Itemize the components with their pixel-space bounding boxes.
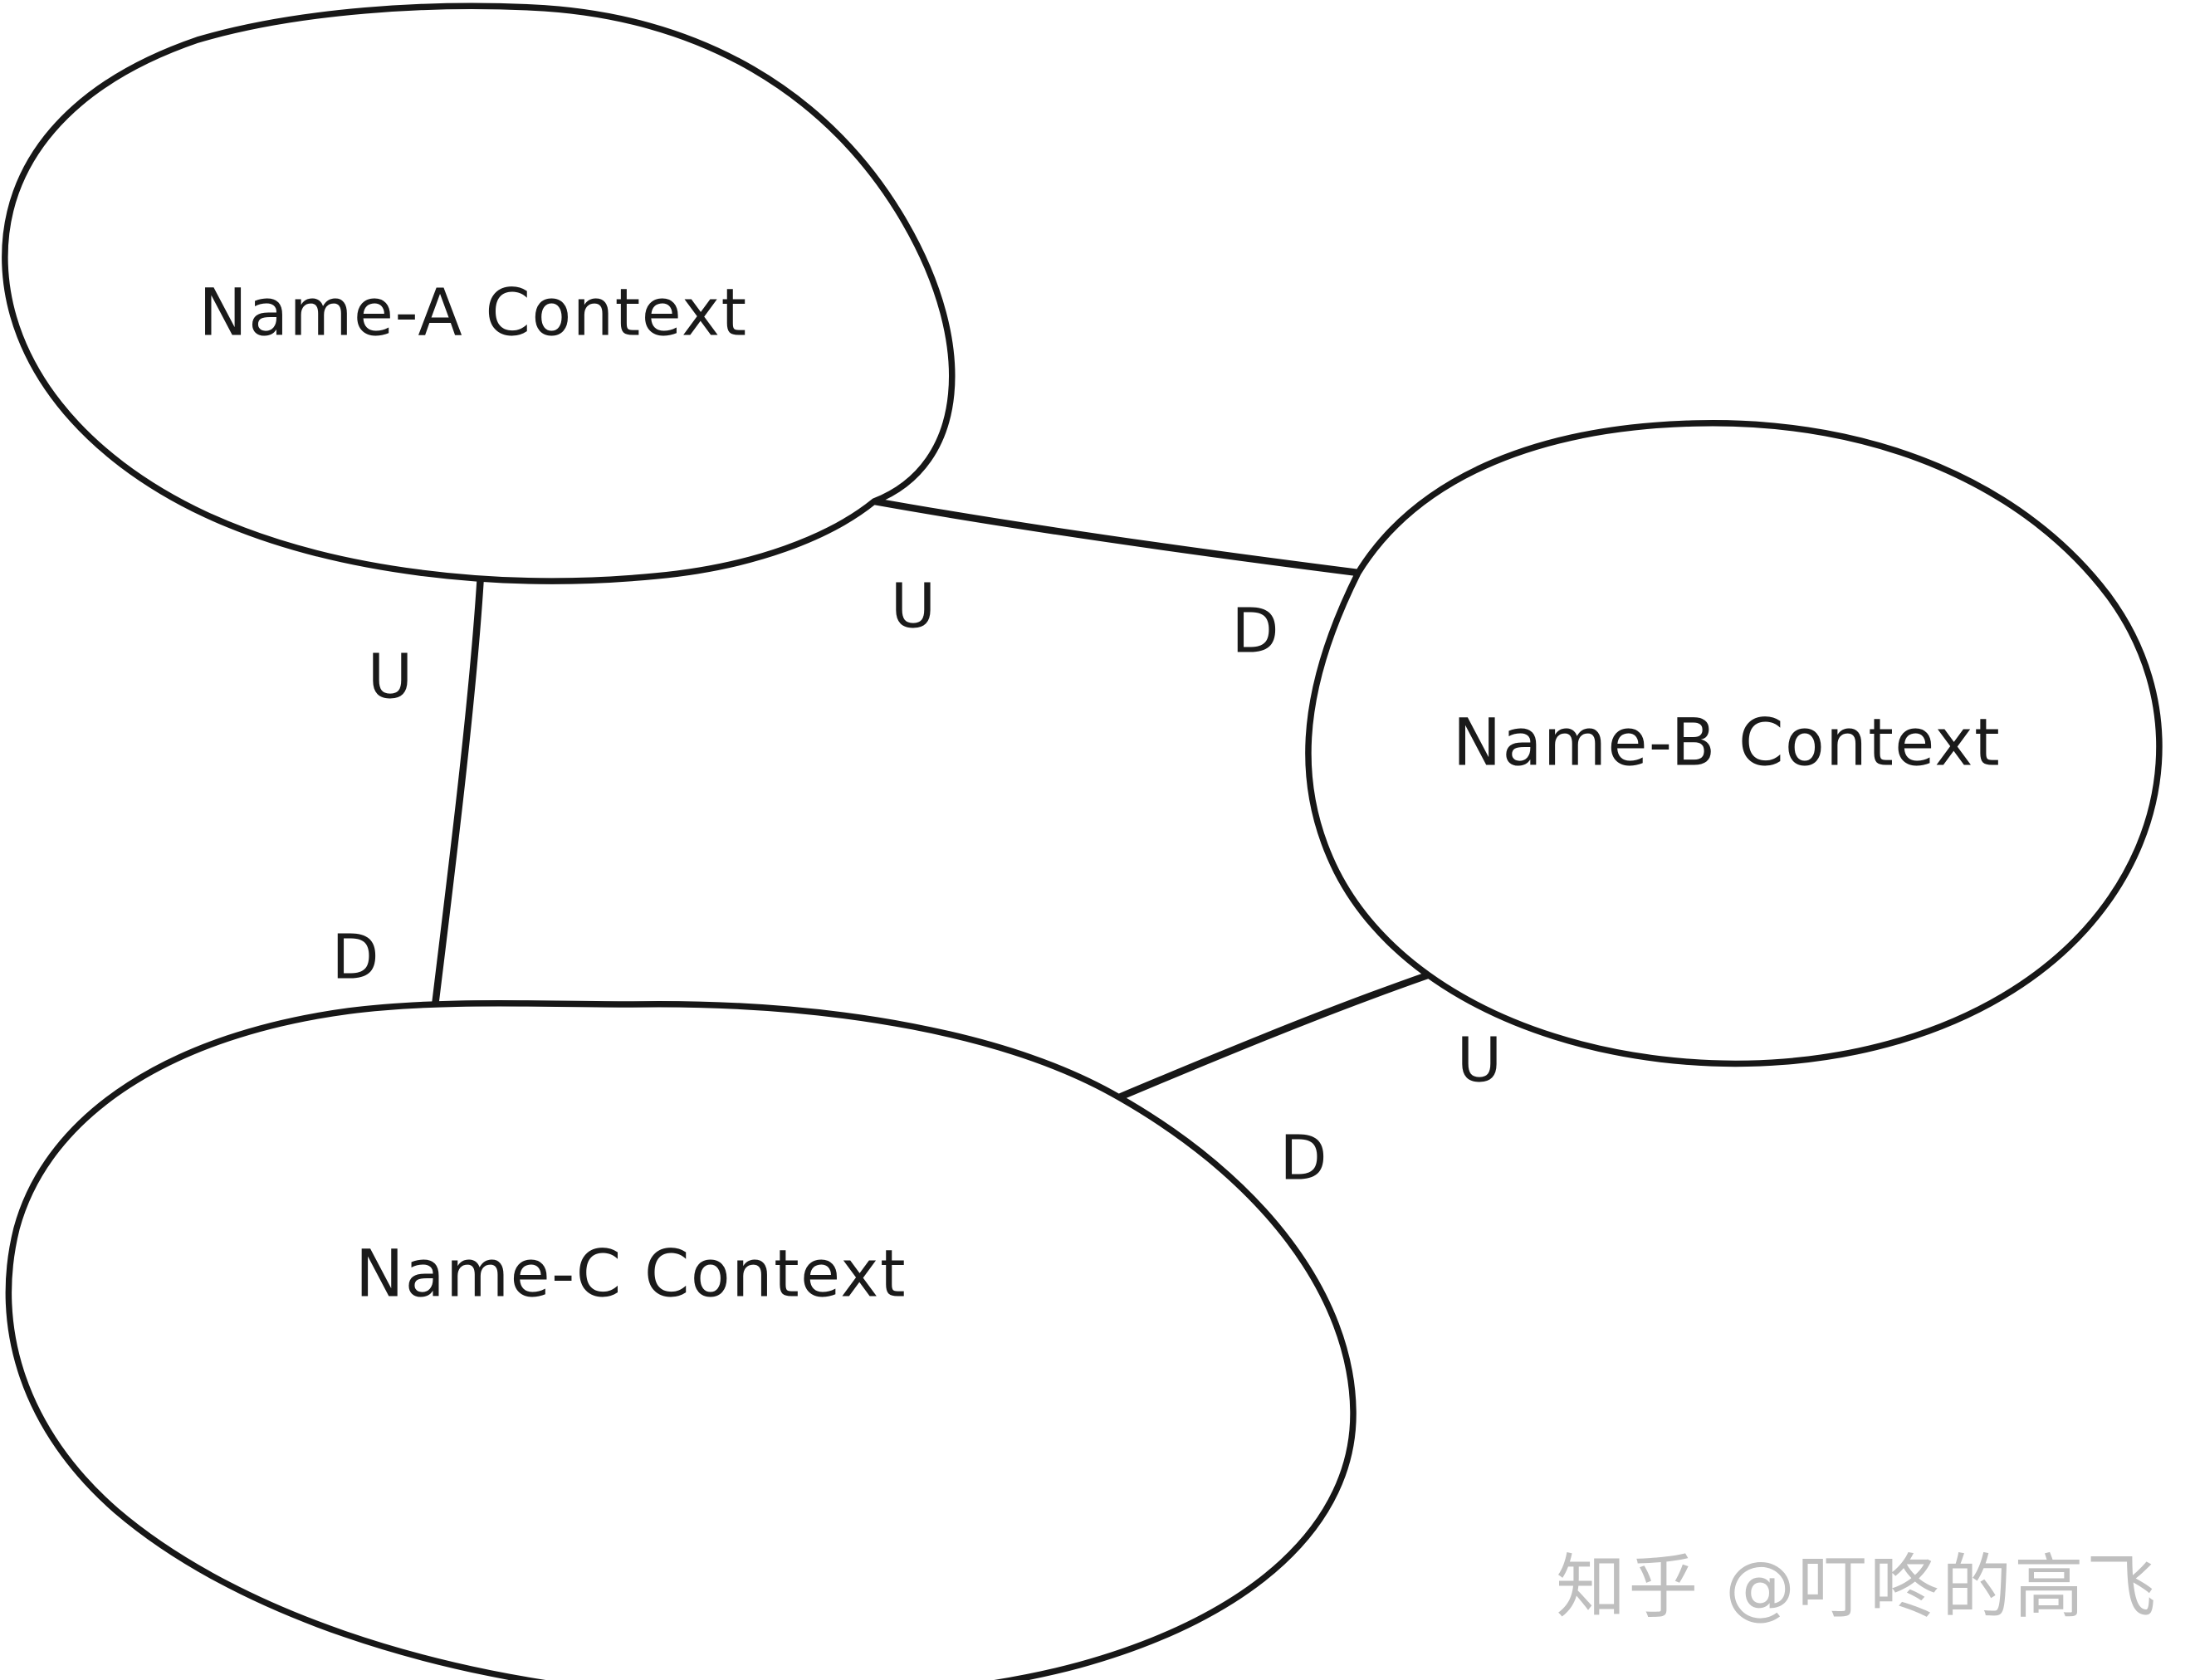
edge-label-b-to-c-upstream: U [1457, 1025, 1502, 1096]
node-label-name-a: Name-A Context [198, 276, 747, 350]
edge-label-b-to-c-downstream: D [1280, 1123, 1327, 1194]
edge-label-a-to-c-downstream: D [332, 922, 379, 994]
node-name-c-shape[interactable] [5, 999, 1357, 1680]
node-name-b-shape[interactable] [1305, 420, 2163, 1067]
edge-label-a-to-b-upstream: U [891, 571, 936, 642]
edge-name-a-to-name-c[interactable] [431, 570, 485, 1010]
node-name-a-shape[interactable] [2, 2, 956, 584]
watermark-label: 知乎 @叮咚的高飞 [1556, 1546, 2158, 1628]
node-label-name-c: Name-C Context [355, 1237, 907, 1311]
edge-name-a-to-name-b[interactable] [870, 497, 1362, 577]
node-label-name-b: Name-B Context [1453, 706, 2001, 780]
edge-label-a-to-b-downstream: D [1232, 596, 1279, 667]
edge-label-a-to-c-upstream: U [368, 642, 413, 713]
